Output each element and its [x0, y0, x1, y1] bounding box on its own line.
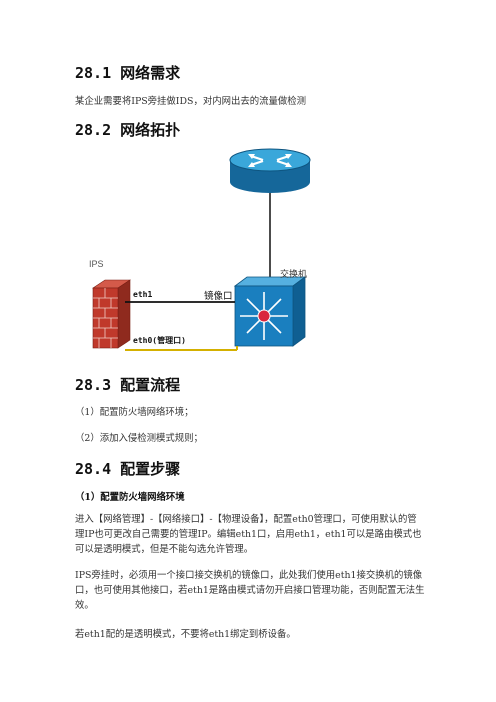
requirements-text: 某企业需要将IPS旁挂做IDS，对内网出去的流量做检测	[75, 96, 306, 107]
eth0-label: eth0(管理口)	[133, 335, 186, 345]
section-heading-network-requirements: 28.1 网络需求	[75, 64, 181, 82]
router-icon	[229, 148, 311, 193]
mirror-port-label: 镜像口	[204, 290, 233, 302]
config-flow-item-2: （2）添加入侵检测模式规则；	[75, 433, 203, 444]
switch-label: 交换机	[280, 268, 307, 279]
section-heading-config-steps: 28.4 配置步骤	[75, 460, 181, 478]
eth1-label: eth1	[133, 290, 152, 299]
step-paragraph-1: 进入【网络管理】-【网络接口】-【物理设备】，配置eth0管理口，可使用默认的管…	[75, 514, 422, 555]
ips-label: IPS	[89, 259, 104, 269]
switch-icon	[233, 276, 307, 347]
step-paragraph-2: IPS旁挂时，必须用一个接口接交换机的镜像口，此处我们使用eth1接交换机的镜像…	[75, 570, 425, 611]
step-paragraph-3: 若eth1配的是透明模式，不要将eth1绑定到桥设备。	[75, 629, 296, 640]
network-topology-diagram: IPS 交换机 eth1 镜像口 eth0(管理口)	[89, 148, 311, 351]
config-flow-item-1: （1）配置防火墙网络环境；	[75, 407, 194, 418]
firewall-icon	[92, 279, 131, 349]
section-heading-config-flow: 28.3 配置流程	[75, 376, 181, 394]
section-heading-network-topology: 28.2 网络拓扑	[75, 121, 181, 139]
step-heading: （1）配置防火墙网络环境	[75, 492, 185, 503]
